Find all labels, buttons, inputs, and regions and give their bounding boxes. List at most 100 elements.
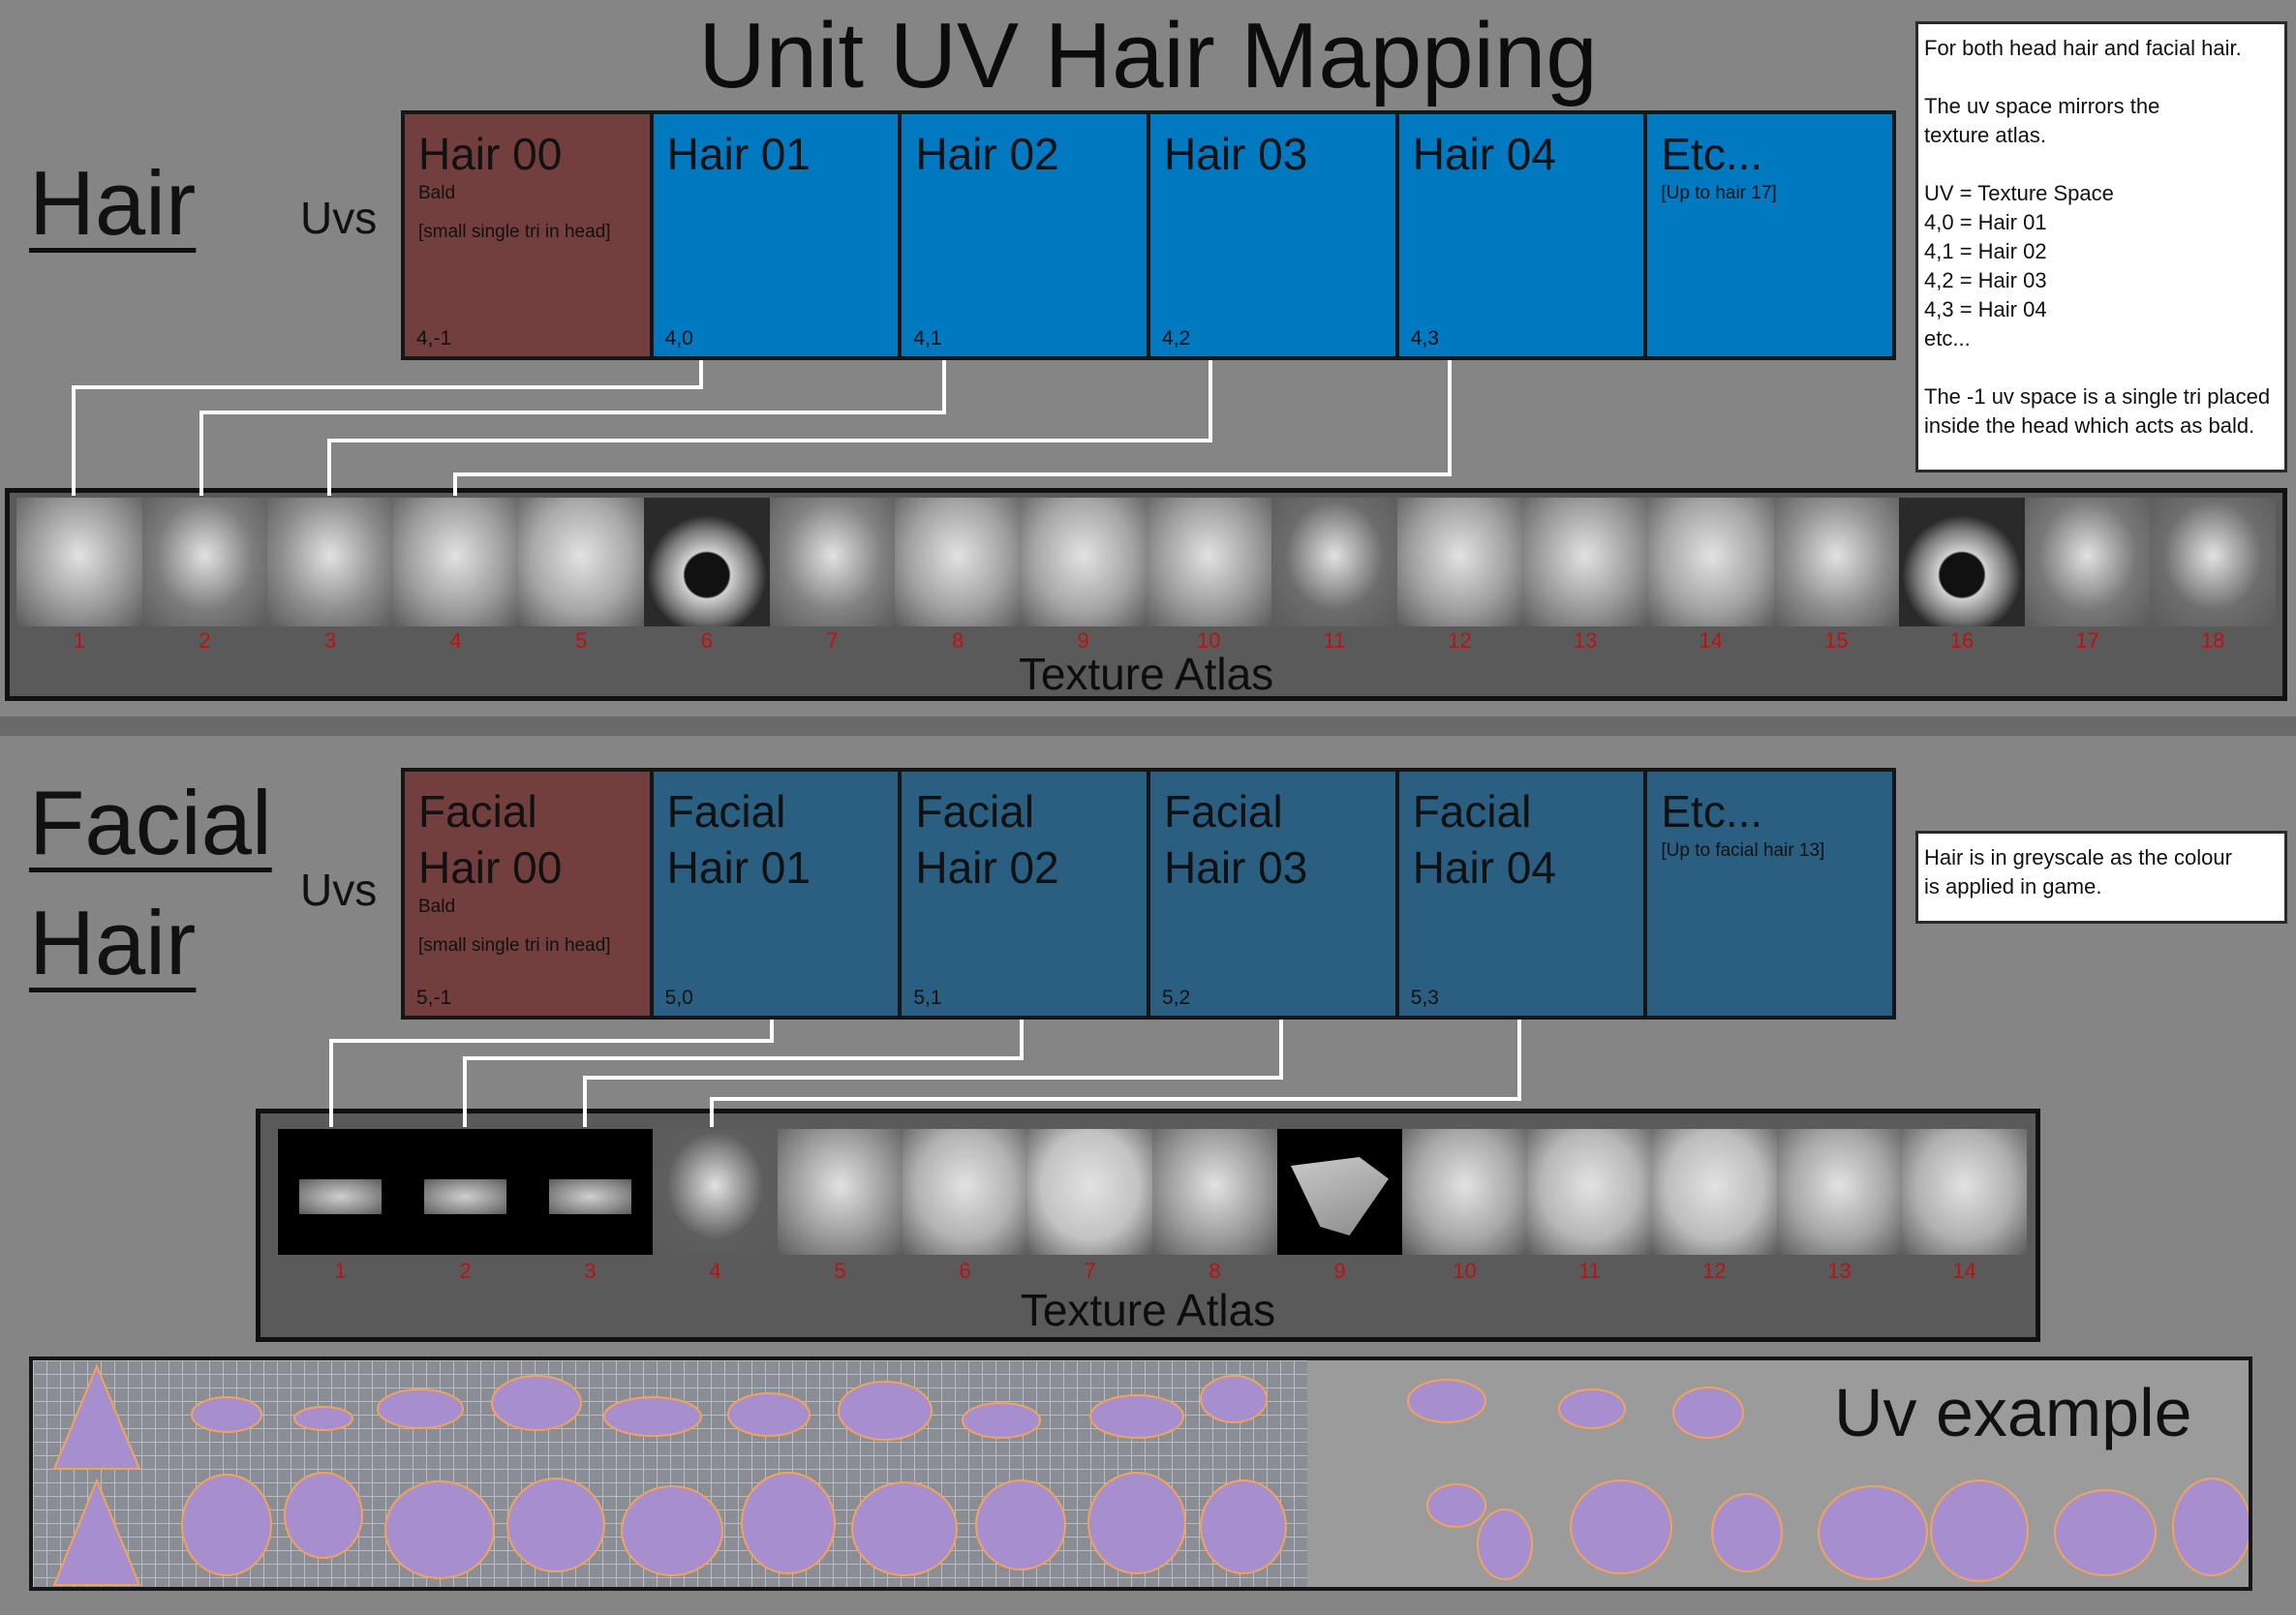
section-divider [0,716,2296,736]
uv-island [1558,1388,1626,1429]
hair-atlas-number: 3 [323,628,337,653]
facial-atlas-tile [1402,1129,1527,1255]
hair-uv-cell-subtitle: Bald [418,183,456,203]
hair-atlas-number: 10 [1197,628,1221,653]
page-title: Unit UV Hair Mapping [698,4,1598,107]
hair-atlas-number: 9 [1077,628,1089,653]
facial-atlas-number: 3 [584,1259,597,1283]
hair-atlas-number: 7 [826,628,839,653]
hair-uv-cell-title: Hair 04 [1412,129,1556,179]
hair-uv-cell-title: Hair 03 [1164,129,1308,179]
facial-atlas-tile [1527,1129,1652,1255]
facial-uv-cell-note: [small single tri in head] [418,935,611,956]
facial-atlas-tile-patch [424,1179,506,1214]
hair-atlas-tile [267,498,393,626]
hair-atlas-tile [1522,498,1648,626]
facial-atlas-number: 1 [334,1259,347,1283]
uv-island [1087,1472,1186,1574]
hair-atlas-tile [1647,498,1774,626]
facial-atlas-number: 13 [1827,1259,1852,1283]
uv-island [52,1478,141,1586]
facial-atlas-number: 9 [1333,1259,1346,1283]
connector-line [453,360,1452,496]
uv-islands [52,1363,2249,1586]
hair-atlas-caption: Texture Atlas [1018,649,1274,699]
hair-uv-cell-5: Etc... [Up to hair 17] [1647,114,1893,356]
facial-atlas-tile-patch [1291,1157,1389,1235]
hair-uv-cell-title: Etc... [1661,129,1763,179]
greyscale-note: Hair is in greyscale as the colour is ap… [1915,831,2287,924]
uv-island [293,1406,353,1431]
connector-line [72,360,703,496]
uv-island [491,1375,582,1431]
connector-line [199,360,946,496]
hair-atlas-tile [895,498,1021,626]
facial-atlas-number: 7 [1084,1259,1096,1283]
facial-atlas-tile [1152,1129,1277,1255]
hair-atlas-tile [1146,498,1272,626]
hair-atlas-tile [1899,498,2025,626]
hair-uv-cell-title: Hair 02 [915,129,1059,179]
facial-uv-cell-title: Facial Hair 03 [1164,786,1308,893]
facial-uv-cell-5: Etc...[Up to facial hair 13] [1647,772,1893,1016]
hair-atlas-tile [141,498,268,626]
facial-atlas-number: 5 [834,1259,846,1283]
facial-atlas-number: 10 [1453,1259,1477,1283]
facial-atlas-tile [1277,1129,1402,1255]
hair-atlas-tile [1271,498,1397,626]
hair-uv-cell-subtitle: [Up to hair 17] [1661,183,1777,203]
facial-uv-cell-coord: 5,1 [913,987,942,1009]
uv-island [191,1396,262,1433]
facial-atlas-tile [903,1129,1027,1255]
hair-atlas-number: 16 [1949,628,1975,653]
hair-uv-cell-note: [small single tri in head] [418,222,611,242]
uv-island [1089,1394,1184,1439]
uv-island [621,1485,723,1576]
facial-uv-cell-title: Facial Hair 04 [1412,786,1556,893]
hair-atlas-tile [1396,498,1523,626]
facial-atlas-caption: Texture Atlas [1020,1285,1276,1335]
hair-atlas-number: 17 [2075,628,2099,653]
facial-atlas-tile [1027,1129,1152,1255]
uv-island [1711,1493,1783,1572]
facial-uv-cell-coord: 5,-1 [416,987,452,1009]
facial-uv-cell-coord: 5,0 [664,987,693,1009]
uv-island [741,1472,836,1574]
hair-atlas-number: 12 [1448,628,1472,653]
hair-atlas-tile [16,498,142,626]
hair-atlas-tiles [16,498,2276,626]
uv-island [1477,1508,1533,1580]
facial-atlas-tile [778,1129,903,1255]
facial-atlas-tile [528,1129,653,1255]
hair-uv-cell-coord: 4,1 [913,327,942,350]
hair-uv-cell-coord: 4,0 [664,327,693,350]
uv-island [1818,1485,1928,1580]
facial-atlas-number: 6 [959,1259,971,1283]
facial-atlas-tile-patch [299,1179,382,1214]
facial-atlas-number: 14 [1952,1259,1976,1283]
hair-atlas-number: 18 [2200,628,2225,653]
facial-uv-cell-subtitle: Bald [418,897,456,917]
facial-uv-cell-title: Etc... [1661,786,1763,837]
uv-island [1426,1483,1486,1528]
hair-uv-cell-coord: 4,3 [1410,327,1439,350]
uv-island [506,1478,605,1572]
uv-island [727,1392,811,1437]
hair-atlas-number: 4 [449,628,462,653]
uv-island [1200,1375,1268,1423]
hair-atlas-number: 5 [575,628,588,653]
facial-atlas-number: 11 [1578,1259,1601,1283]
connector-line [327,360,1212,496]
